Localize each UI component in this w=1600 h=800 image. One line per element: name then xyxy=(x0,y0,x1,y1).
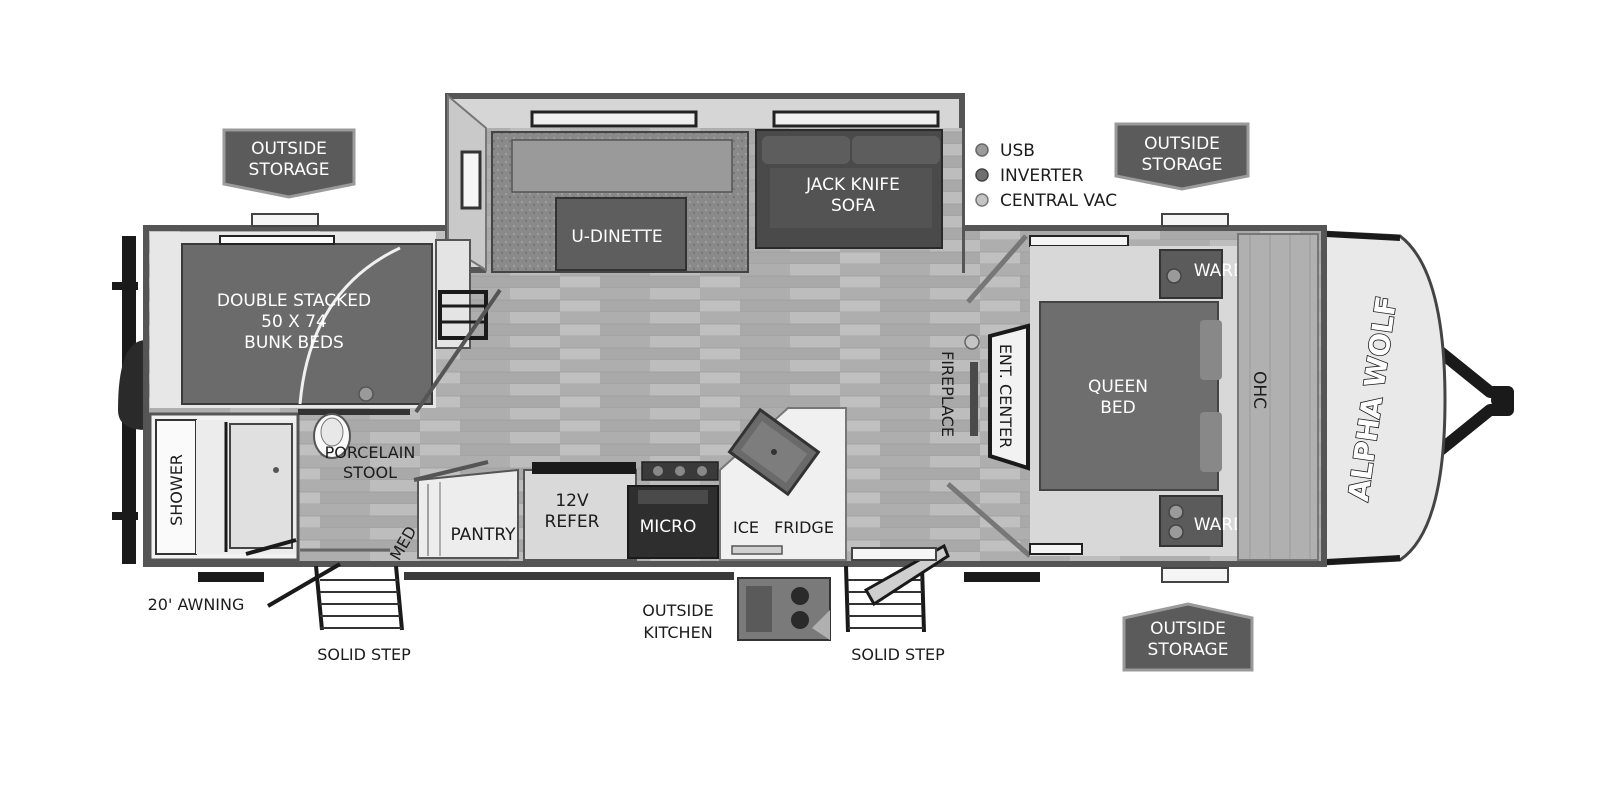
badge-text-line2: STORAGE xyxy=(1142,155,1223,175)
outside-kitchen: OUTSIDE KITCHEN xyxy=(642,577,831,642)
shower-label: SHOWER xyxy=(167,454,186,526)
ice-label: ICE xyxy=(733,518,759,537)
dinette-label: U-DINETTE xyxy=(571,227,662,247)
outside-storage-right-top-badge: OUTSIDE STORAGE xyxy=(1114,122,1250,191)
usb-dot-icon xyxy=(975,143,989,157)
burner-icon xyxy=(791,587,809,605)
legend-usb: USB xyxy=(1000,141,1035,161)
bunk-label-line2: 50 X 74 xyxy=(261,312,327,332)
inverter-dot-icon xyxy=(975,168,989,182)
legend-inverter: INVERTER xyxy=(1000,166,1084,186)
burner-icon xyxy=(791,611,809,629)
badge-text-line2: STORAGE xyxy=(249,160,330,180)
solid-step-right-label: SOLID STEP xyxy=(851,645,945,664)
outside-storage-right-bottom-badge: OUTSIDE STORAGE xyxy=(1122,602,1254,672)
queen-bed-label-line2: BED xyxy=(1100,398,1136,418)
microwave: MICRO xyxy=(627,461,719,559)
fireplace-label: FIREPLACE xyxy=(938,351,957,437)
badge-text-line1: OUTSIDE xyxy=(1144,134,1220,154)
ohc-cabinets xyxy=(1237,233,1319,561)
central-vac-icon xyxy=(964,334,980,350)
bunk-room: DOUBLE STACKED 50 X 74 BUNK BEDS xyxy=(150,232,436,408)
stool-label-line1: PORCELAIN xyxy=(325,443,416,462)
ent-center-label: ENT. CENTER xyxy=(996,344,1015,448)
badge-text-line1: OUTSIDE xyxy=(1150,619,1226,639)
outside-storage-left-badge: OUTSIDE STORAGE xyxy=(222,128,356,199)
solid-step-left: SOLID STEP xyxy=(314,565,411,664)
fridge-label: FRIDGE xyxy=(774,518,834,537)
sofa-label-line1: JACK KNIFE xyxy=(805,175,900,195)
outside-kitchen-label-line2: KITCHEN xyxy=(643,623,712,642)
stool-label-line2: STOOL xyxy=(343,463,397,482)
ward-top-label: WARD xyxy=(1194,261,1246,281)
legend: USB INVERTER CENTRAL VAC xyxy=(975,141,1117,211)
jack-knife-sofa: JACK KNIFE SOFA xyxy=(755,129,943,249)
ohc-label: OHC xyxy=(1249,371,1269,409)
kitchen-sink: ICE FRIDGE xyxy=(719,407,847,561)
refer-label-line1: 12V xyxy=(555,491,589,511)
bunk-ladder xyxy=(435,239,488,349)
bunk-label-line3: BUNK BEDS xyxy=(244,333,344,353)
outside-kitchen-label-line1: OUTSIDE xyxy=(642,601,713,620)
usb-outlet-icon xyxy=(358,386,374,402)
sofa-label-line2: SOFA xyxy=(831,196,875,216)
pantry-label: PANTRY xyxy=(450,525,516,545)
queen-bed-label-line1: QUEEN xyxy=(1088,377,1148,397)
bunk-label-line1: DOUBLE STACKED xyxy=(217,291,371,311)
awning-label: 20' AWNING xyxy=(148,595,245,614)
ward-bottom-label: WARD xyxy=(1194,515,1246,535)
badge-text-line1: OUTSIDE xyxy=(251,139,327,159)
entertainment-center: ENT. CENTER FIREPLACE xyxy=(938,323,1030,471)
refer-label-line2: REFER xyxy=(545,512,600,532)
solid-step-left-label: SOLID STEP xyxy=(317,645,411,664)
u-dinette: U-DINETTE xyxy=(491,131,749,273)
awning-rail xyxy=(198,572,264,582)
pantry: PANTRY xyxy=(417,468,519,559)
bathroom: SHOWER PORCELAIN STOOL xyxy=(148,409,416,562)
central-vac-dot-icon xyxy=(975,193,989,207)
12v-refer: 12V REFER xyxy=(523,462,637,561)
front-cap xyxy=(1320,230,1447,566)
legend-central-vac: CENTRAL VAC xyxy=(1000,191,1117,211)
hitch xyxy=(1434,345,1514,457)
micro-label: MICRO xyxy=(640,517,697,537)
badge-text-line2: STORAGE xyxy=(1148,640,1229,660)
bedroom: QUEEN BED WARD WARD xyxy=(1030,246,1246,556)
